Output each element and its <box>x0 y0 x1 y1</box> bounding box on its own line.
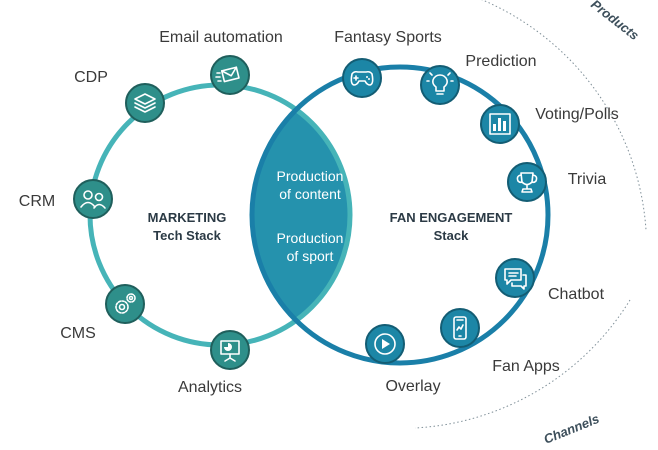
fan-apps-node: Fan Apps <box>440 308 560 375</box>
voting-polls-node: Voting/Polls <box>480 104 619 144</box>
fantasy-sports-label: Fantasy Sports <box>334 29 442 46</box>
fan-engagement-title-line1: FAN ENGAGEMENT <box>390 210 513 225</box>
marketing-title-line1: MARKETING <box>148 210 227 225</box>
trivia-node: Trivia <box>507 162 607 202</box>
cms-label: CMS <box>60 325 96 342</box>
cms-node: CMS <box>60 284 145 342</box>
email-automation-node: Email automation <box>159 29 283 95</box>
trophy-icon <box>507 162 547 202</box>
crm-label: CRM <box>19 193 55 210</box>
play-icon <box>365 324 405 364</box>
analytics-node: Analytics <box>178 330 250 396</box>
layers-icon <box>125 83 165 123</box>
fan-engagement-title-line2: Stack <box>434 228 469 243</box>
overlay-label: Overlay <box>385 378 440 395</box>
chatbot-label: Chatbot <box>548 286 605 303</box>
voting-polls-label: Voting/Polls <box>535 106 619 123</box>
channels-label: Channels <box>542 411 602 447</box>
fan-engagement-ring <box>249 64 551 366</box>
gears-icon <box>105 284 145 324</box>
cdp-label: CDP <box>74 69 108 86</box>
fan-apps-label: Fan Apps <box>492 358 560 375</box>
presentation-chart-icon <box>210 330 250 370</box>
chat-icon <box>495 258 535 298</box>
prediction-label: Prediction <box>465 53 536 70</box>
overlap-line1: Production <box>277 168 344 184</box>
overlay-node: Overlay <box>365 324 441 395</box>
overlap-line4: of sport <box>287 248 334 264</box>
chatbot-node: Chatbot <box>495 258 605 303</box>
crm-node: CRM <box>19 179 113 219</box>
email-automation-label: Email automation <box>159 29 283 46</box>
products-label: Products <box>588 0 642 43</box>
cdp-node: CDP <box>74 69 165 123</box>
prediction-node: Prediction <box>420 53 537 105</box>
phone-icon <box>440 308 480 348</box>
analytics-label: Analytics <box>178 379 242 396</box>
envelope-icon <box>210 55 250 95</box>
marketing-title-line2: Tech Stack <box>153 228 221 243</box>
trivia-label: Trivia <box>568 171 607 188</box>
lightbulb-icon <box>420 65 460 105</box>
fantasy-sports-node: Fantasy Sports <box>334 29 442 98</box>
bar-chart-icon <box>480 104 520 144</box>
users-icon <box>73 179 113 219</box>
gamepad-icon <box>342 58 382 98</box>
overlap-line3: Production <box>277 230 344 246</box>
overlap-line2: of content <box>279 186 341 202</box>
